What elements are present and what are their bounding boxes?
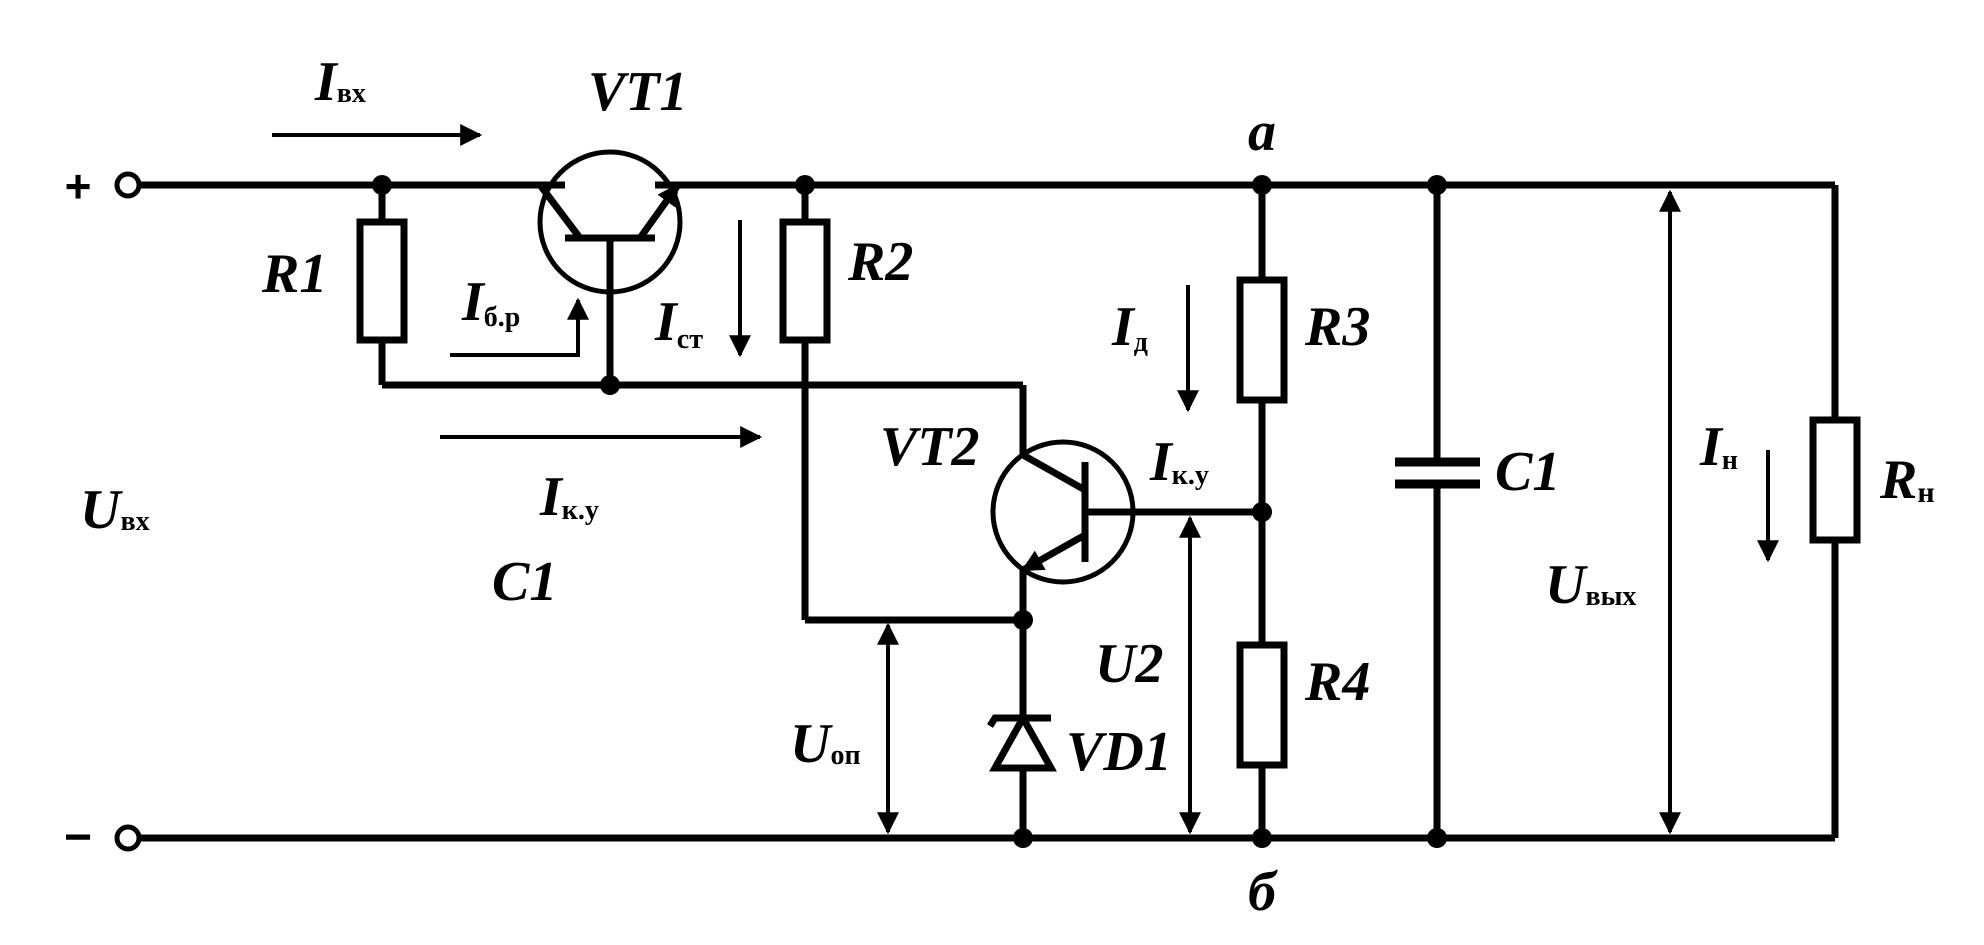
label-rn: Rн bbox=[1879, 449, 1935, 511]
junction-dot bbox=[1252, 175, 1272, 195]
label-i-st: Iст bbox=[654, 291, 703, 355]
plus-sign: + bbox=[65, 160, 92, 212]
junction-dot bbox=[1252, 502, 1272, 522]
label-r4: R4 bbox=[1304, 651, 1370, 713]
junction-dot bbox=[372, 175, 392, 195]
arrow-i-br bbox=[450, 297, 589, 357]
label-node-b: б bbox=[1248, 861, 1278, 923]
label-i-br: Iб.р bbox=[461, 271, 520, 333]
junction-dot bbox=[1013, 610, 1033, 630]
label-vt1: VT1 bbox=[588, 61, 688, 123]
label-vt2: VT2 bbox=[880, 416, 980, 478]
zener-diode-vd1 bbox=[987, 710, 1057, 772]
label-vd1: VD1 bbox=[1066, 721, 1172, 783]
label-u-out: Uвых bbox=[1545, 554, 1636, 616]
junction-dot bbox=[1013, 828, 1033, 848]
resistor-r3 bbox=[1236, 276, 1288, 404]
label-c1-extra: C1 bbox=[492, 551, 557, 613]
junction-dot bbox=[795, 175, 815, 195]
capacitor-c1 bbox=[1395, 457, 1480, 489]
transistor-vt2 bbox=[990, 439, 1136, 585]
label-c1: C1 bbox=[1495, 441, 1560, 503]
label-i-ku-vt2: Iк.у bbox=[1149, 431, 1209, 493]
label-node-a: a bbox=[1248, 101, 1276, 163]
resistor-r1 bbox=[356, 218, 408, 344]
label-u-in: Uвх bbox=[80, 479, 150, 541]
transistor-vt1 bbox=[537, 149, 683, 295]
wires bbox=[140, 181, 1839, 842]
label-u2: U2 bbox=[1095, 633, 1163, 695]
plus-terminal bbox=[114, 171, 142, 199]
junction-dot bbox=[1427, 828, 1447, 848]
label-r1: R1 bbox=[261, 243, 327, 305]
resistor-r2 bbox=[779, 218, 831, 344]
label-i-in: Iвх bbox=[314, 51, 366, 113]
label-r3: R3 bbox=[1304, 296, 1370, 358]
junction-dot bbox=[1427, 175, 1447, 195]
label-u-ref: Uоп bbox=[790, 713, 861, 775]
junction-dot bbox=[600, 375, 620, 395]
junction-dot bbox=[1252, 828, 1272, 848]
label-i-d: Iд bbox=[1111, 296, 1148, 358]
input-terminals: + − bbox=[64, 160, 142, 864]
label-i-n: Iн bbox=[1699, 416, 1738, 478]
label-i-ku-main: Iк.у bbox=[539, 466, 599, 528]
junctions bbox=[372, 175, 1447, 848]
resistor-load bbox=[1809, 416, 1861, 544]
label-r2: R2 bbox=[847, 231, 913, 293]
minus-terminal bbox=[114, 824, 142, 852]
resistor-r4 bbox=[1236, 641, 1288, 769]
minus-sign: − bbox=[64, 811, 92, 864]
